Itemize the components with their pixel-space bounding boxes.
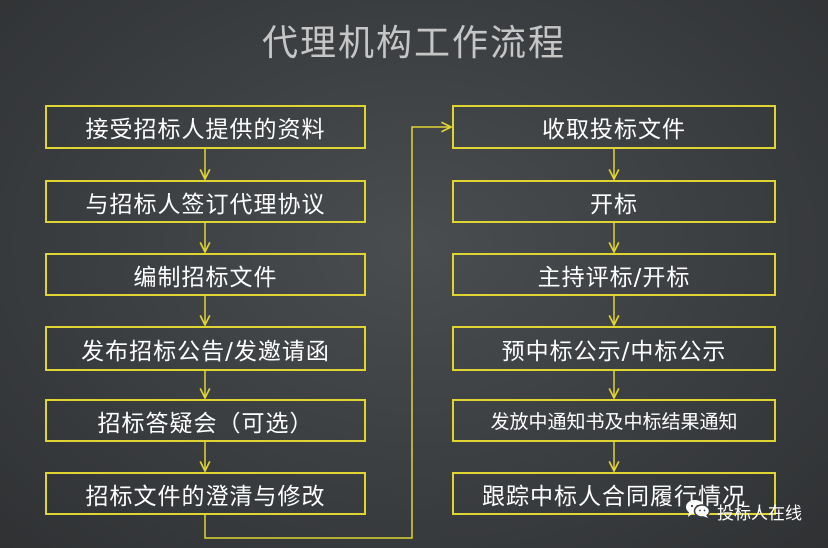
wechat-icon (685, 499, 711, 524)
step-box: 编制招标文件 (45, 253, 366, 296)
step-box: 预中标公示/中标公示 (452, 326, 776, 371)
step-box: 招标文件的澄清与修改 (45, 472, 366, 515)
step-box: 招标答疑会（可选） (45, 399, 366, 442)
step-box: 发放中通知书及中标结果通知 (452, 399, 776, 442)
step-box: 收取投标文件 (452, 105, 776, 149)
step-box: 接受招标人提供的资料 (45, 105, 366, 149)
connector-left-to-right (204, 127, 451, 539)
watermark: 投标人在线 (685, 499, 802, 524)
watermark-text: 投标人在线 (717, 504, 802, 524)
step-box: 与招标人签订代理协议 (45, 180, 366, 223)
page-title: 代理机构工作流程 (261, 23, 566, 64)
step-box: 发布招标公告/发邀请函 (45, 326, 366, 371)
step-box: 开标 (452, 180, 776, 223)
step-box: 主持评标/开标 (452, 253, 776, 296)
